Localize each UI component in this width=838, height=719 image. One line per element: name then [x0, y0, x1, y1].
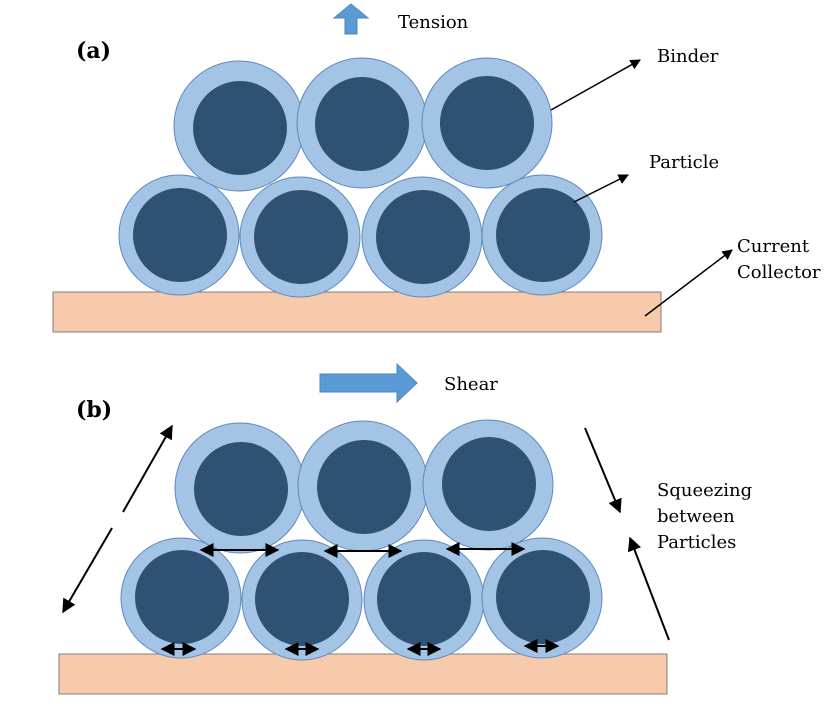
tension-arrow	[332, 3, 370, 35]
current-collector-a	[52, 291, 662, 333]
particle-leader-line	[573, 174, 629, 203]
panel-b-label: (b)	[76, 397, 112, 423]
right-diagonal-arrow-up	[627, 536, 670, 641]
tension-label: Tension	[398, 12, 469, 33]
particle-a-top-3	[421, 57, 553, 189]
collector-label-line1: Current	[737, 236, 810, 257]
squeeze-label-line1: Squeezing	[657, 480, 752, 501]
particle-a-bottom-2	[239, 176, 361, 298]
particle-b-bottom-1	[120, 537, 242, 659]
binder-label: Binder	[657, 46, 719, 67]
particle-label: Particle	[649, 152, 719, 173]
particle-a-top-2	[296, 57, 428, 189]
particle-b-bottom-4	[481, 537, 603, 659]
binder-leader-line	[550, 59, 641, 111]
right-diagonal-arrow-down	[584, 427, 622, 514]
shear-label: Shear	[444, 374, 498, 395]
panel-a: (a) Tension	[52, 3, 821, 333]
particle-b-bottom-2	[241, 539, 363, 661]
particle-b-top-3	[422, 419, 554, 551]
panel-b: (b) Shear	[58, 362, 752, 695]
particle-a-bottom-3	[361, 176, 483, 298]
particle-b-top-1	[174, 422, 306, 554]
particle-a-top-1	[173, 60, 305, 192]
collector-label-line2: Collector	[737, 262, 821, 283]
particle-b-top-2	[297, 420, 429, 552]
particle-b-bottom-3	[363, 539, 485, 661]
particle-a-bottom-4	[481, 174, 603, 296]
squeeze-label-line3: Particles	[657, 532, 736, 553]
shear-arrow	[319, 362, 418, 404]
particle-a-bottom-1	[118, 174, 240, 296]
left-diagonal-arrow-up	[122, 424, 173, 513]
left-diagonal-arrow-down	[62, 527, 113, 614]
panel-a-label: (a)	[76, 38, 111, 64]
squeeze-label-line2: between	[657, 506, 735, 527]
current-collector-b	[58, 653, 668, 695]
collector-leader-line	[644, 249, 733, 317]
